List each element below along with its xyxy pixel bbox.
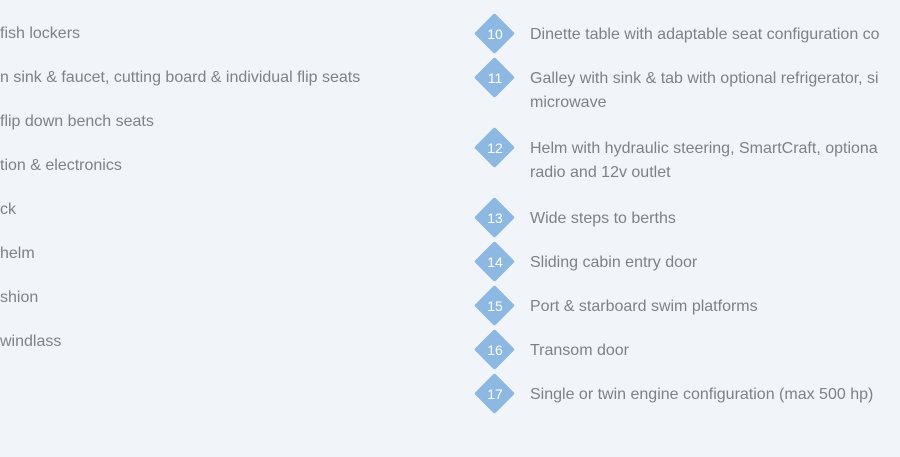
feature-text: Wide steps to berths: [530, 210, 676, 227]
feature-item-14: 14 Sliding cabin entry door: [473, 240, 900, 283]
feature-text: Helm with hydraulic steering, SmartCraft…: [530, 140, 878, 181]
left-list-item: flip down bench seats: [0, 113, 154, 130]
badge-number: 11: [487, 70, 503, 86]
feature-item-12: 12 Helm with hydraulic steering, SmartCr…: [473, 126, 900, 185]
badge-number: 15: [487, 298, 503, 314]
left-list-item: ck: [0, 201, 16, 218]
number-badge: 13: [473, 196, 517, 239]
badge-number: 10: [487, 26, 503, 42]
number-badge: 16: [473, 328, 517, 371]
left-list-item: helm: [0, 245, 35, 262]
left-list-item: shion: [0, 289, 39, 306]
feature-text: Port & starboard swim platforms: [530, 298, 758, 315]
number-badge: 15: [473, 284, 517, 327]
feature-item-11: 11 Galley with sink & tab with optional …: [473, 56, 900, 115]
badge-number: 13: [487, 210, 503, 226]
feature-item-15: 15 Port & starboard swim platforms: [473, 284, 900, 327]
number-badge: 17: [473, 372, 517, 415]
left-list-item: n sink & faucet, cutting board & individ…: [0, 69, 361, 86]
left-feature-list: fish lockers n sink & faucet, cutting bo…: [0, 22, 470, 374]
feature-text: Transom door: [530, 342, 629, 359]
feature-text: Sliding cabin entry door: [530, 254, 698, 271]
feature-item-17: 17 Single or twin engine configuration (…: [473, 372, 900, 415]
badge-number: 17: [487, 386, 503, 402]
badge-number: 14: [487, 254, 503, 270]
feature-item-16: 16 Transom door: [473, 328, 900, 371]
number-badge: 12: [473, 126, 517, 169]
feature-text: Dinette table with adaptable seat config…: [530, 26, 880, 43]
feature-item-10: 10 Dinette table with adaptable seat con…: [473, 12, 900, 55]
left-list-item: fish lockers: [0, 25, 81, 42]
right-feature-list: 10 Dinette table with adaptable seat con…: [473, 12, 900, 417]
number-badge: 10: [473, 12, 517, 55]
feature-item-13: 13 Wide steps to berths: [473, 196, 900, 239]
badge-number: 12: [487, 140, 503, 156]
feature-text: Single or twin engine configuration (max…: [530, 386, 874, 403]
number-badge: 11: [473, 56, 517, 99]
left-list-item: tion & electronics: [0, 157, 122, 174]
feature-text: Galley with sink & tab with optional ref…: [530, 70, 879, 111]
number-badge: 14: [473, 240, 517, 283]
badge-number: 16: [487, 342, 503, 358]
left-list-item: windlass: [0, 333, 62, 350]
